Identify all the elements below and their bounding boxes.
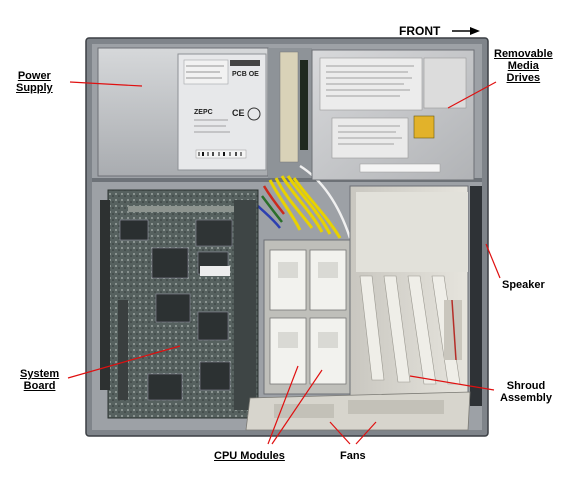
fans-label: Fans [340,450,366,462]
front-label: FRONT [399,24,441,38]
psu-mark-text: PCB OE [232,71,259,78]
shroud-assembly-label: Shroud Assembly [500,380,552,404]
system-board [100,189,259,419]
fans [245,391,471,431]
cpu-modules [263,239,351,395]
power-supply-unit: PCB OE ZEPC CE [97,47,269,177]
leader-shroud [409,375,495,391]
leader-speaker [485,243,501,279]
removable-media-label-line1: Removable [494,48,553,60]
psu-model-text: ZEPC [194,109,213,116]
power-supply-label-line2: Supply [16,82,53,94]
leader-fans-1 [329,421,351,445]
removable-media-label-line3: Drives [506,72,541,84]
leader-system-board [67,345,181,379]
cpu-modules-label: CPU Modules [214,450,285,462]
shroud-label-line2: Assembly [500,392,552,404]
system-board-label-line1: System [20,368,60,380]
shroud-label-line1: Shroud [506,380,546,392]
system-board-label: System Board [20,368,59,392]
removable-media-label-line2: Media [507,60,539,72]
leader-removable-media [447,81,497,109]
removable-media-drives-label: Removable Media Drives [494,48,553,84]
power-supply-label: Power Supply [16,70,53,94]
ce-mark-text: CE [232,108,245,118]
shroud-assembly [349,185,469,401]
leader-lines [67,81,501,445]
front-arrow [452,27,480,35]
leader-cpu-2 [271,369,323,445]
speaker-label: Speaker [502,279,545,291]
system-board-label-line2: Board [23,380,56,392]
leader-power-supply [69,81,143,87]
removable-media-drives [311,49,475,181]
leader-fans-2 [355,421,377,445]
power-supply-label-line1: Power [17,70,51,82]
leader-cpu-1 [267,365,299,445]
cable-bundle [257,48,352,239]
